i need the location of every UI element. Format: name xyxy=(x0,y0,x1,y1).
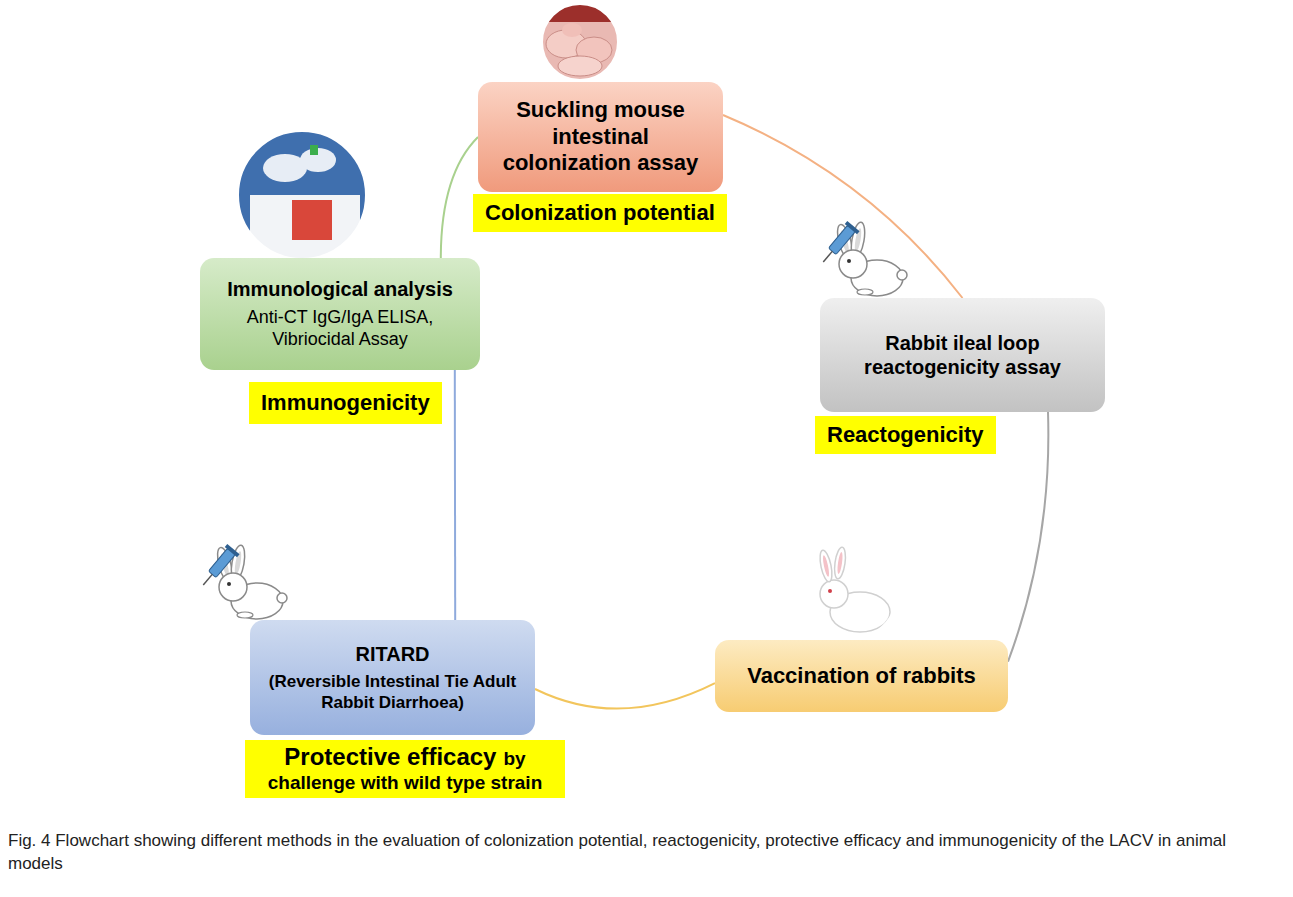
box-heading: Protective efficacy xyxy=(284,743,496,770)
cycle-connector xyxy=(535,683,715,708)
cycle-connector xyxy=(1008,412,1048,662)
assay-box: Rabbit ileal loop reactogenicity assay xyxy=(820,298,1105,412)
outcome-label: Reactogenicity xyxy=(815,416,996,454)
box-heading: RITARD xyxy=(355,642,429,666)
outcome-label: Immunogenicity xyxy=(249,382,442,424)
box-heading: Vaccination of rabbits xyxy=(747,663,976,689)
box-heading: Immunogenicity xyxy=(261,390,430,416)
box-heading: Colonization potential xyxy=(485,200,715,226)
box-heading: Immunological analysis xyxy=(227,277,453,301)
outcome-label: Protective efficacyby challenge with wil… xyxy=(245,740,565,798)
outcome-label: Colonization potential xyxy=(473,194,727,232)
step-box: Vaccination of rabbits xyxy=(715,640,1008,712)
box-heading: Suckling mouse intestinal colonization a… xyxy=(492,97,709,176)
figure-caption: Fig. 4 Flowchart showing different metho… xyxy=(8,830,1285,876)
box-heading: Rabbit ileal loop reactogenicity assay xyxy=(834,331,1091,379)
assay-box: Suckling mouse intestinal colonization a… xyxy=(478,82,723,192)
cycle-connector xyxy=(723,115,963,298)
box-body: (Reversible Intestinal Tie Adult Rabbit … xyxy=(262,672,523,713)
assay-box: RITARD (Reversible Intestinal Tie Adult R… xyxy=(250,620,535,735)
cycle-connector xyxy=(454,370,456,620)
box-heading: Reactogenicity xyxy=(827,422,984,448)
assay-box: Immunological analysisAnti-CT IgG/IgA EL… xyxy=(200,258,480,370)
box-body: Anti-CT IgG/IgA ELISA, Vibriocidal Assay xyxy=(212,307,468,350)
